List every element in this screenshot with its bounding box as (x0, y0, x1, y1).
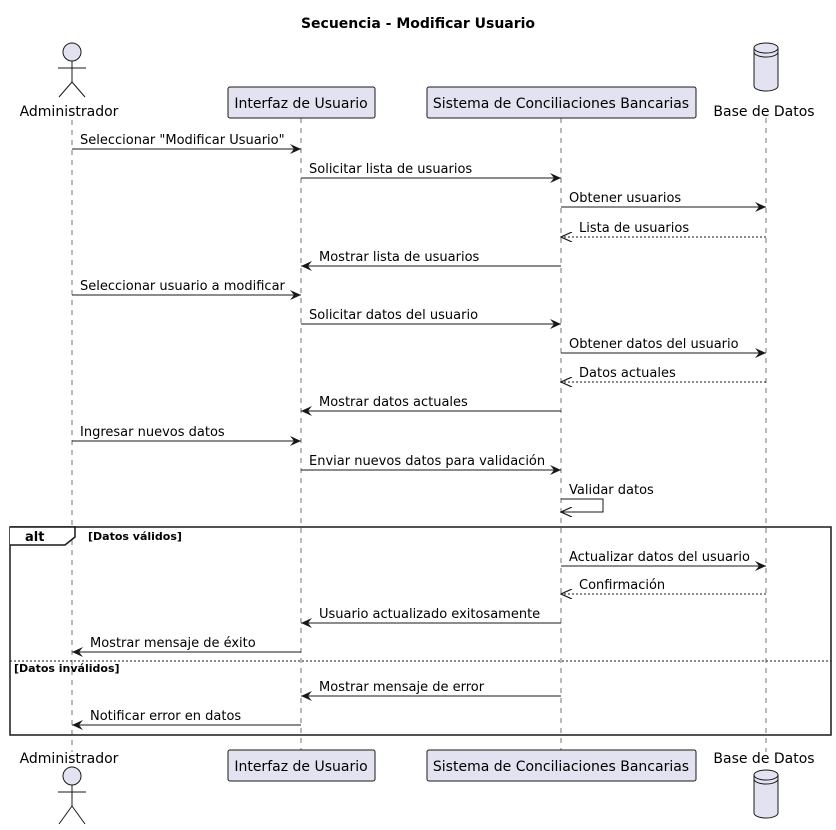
message-19: Notificar error en datos (72, 709, 301, 730)
alt-guard-invalid: [Datos inválidos] (14, 662, 120, 675)
alt-fragment: alt [Datos válidos] [Datos inválidos] (9, 526, 832, 736)
participant-label: Base de Datos (713, 104, 814, 120)
participant-label: Base de Datos (713, 751, 814, 767)
message-label: Enviar nuevos datos para validación (309, 454, 545, 469)
participant-label: Sistema de Conciliaciones Bancarias (433, 759, 689, 775)
message-3: Obtener usuarios (561, 191, 766, 212)
diagram-title: Secuencia - Modificar Usuario (301, 16, 535, 32)
message-label: Ingresar nuevos datos (80, 425, 225, 440)
message-11: Ingresar nuevos datos (72, 425, 301, 446)
message-5: Mostrar lista de usuarios (301, 250, 561, 271)
message-13: Validar datos (561, 483, 654, 512)
message-9: Datos actuales (561, 366, 766, 382)
message-10: Mostrar datos actuales (301, 395, 561, 416)
message-label: Confirmación (579, 578, 665, 593)
participant-administrador-bottom: Administrador (20, 751, 119, 825)
actor-icon (58, 766, 86, 825)
message-14: Actualizar datos del usuario (561, 550, 766, 571)
alt-guard-valid: [Datos válidos] (88, 530, 182, 543)
message-label: Seleccionar "Modificar Usuario" (80, 133, 285, 148)
message-7: Solicitar datos del usuario (301, 308, 561, 329)
participant-sistema-top: Sistema de Conciliaciones Bancarias (426, 86, 697, 119)
message-arrow (561, 498, 604, 512)
message-label: Usuario actualizado exitosamente (319, 607, 540, 622)
message-label: Obtener usuarios (569, 191, 681, 206)
message-label: Solicitar datos del usuario (309, 308, 478, 323)
participant-administrador-top: Administrador (20, 42, 119, 120)
participant-base-datos-top: Base de Datos (713, 42, 815, 120)
participant-base-datos-bottom: Base de Datos (713, 751, 815, 819)
participant-label: Administrador (20, 104, 119, 120)
message-label: Notificar error en datos (90, 709, 241, 724)
message-2: Solicitar lista de usuarios (301, 162, 561, 183)
message-label: Lista de usuarios (579, 221, 689, 236)
message-label: Mostrar lista de usuarios (319, 250, 480, 265)
database-icon (753, 42, 779, 92)
message-6: Seleccionar usuario a modificar (72, 279, 301, 300)
participant-label: Sistema de Conciliaciones Bancarias (433, 96, 689, 112)
message-18: Mostrar mensaje de error (301, 680, 561, 701)
participant-label: Administrador (20, 751, 119, 767)
message-12: Enviar nuevos datos para validación (301, 454, 561, 475)
message-label: Seleccionar usuario a modificar (80, 279, 286, 294)
message-15: Confirmación (561, 578, 766, 594)
alt-keyword: alt (25, 530, 44, 545)
participant-label: Interfaz de Usuario (234, 759, 367, 775)
message-label: Obtener datos del usuario (569, 337, 739, 352)
participant-interfaz-top: Interfaz de Usuario (227, 86, 376, 119)
message-label: Mostrar mensaje de error (319, 680, 485, 695)
actor-icon (58, 42, 86, 98)
message-label: Validar datos (569, 483, 654, 498)
messages-group: Seleccionar "Modificar Usuario" Solicitar… (72, 133, 766, 730)
participant-interfaz-bottom: Interfaz de Usuario (227, 749, 376, 782)
message-label: Datos actuales (579, 366, 676, 381)
message-label: Mostrar mensaje de éxito (90, 636, 256, 651)
message-4: Lista de usuarios (561, 221, 766, 237)
message-8: Obtener datos del usuario (561, 337, 766, 358)
message-label: Mostrar datos actuales (319, 395, 468, 410)
message-1: Seleccionar "Modificar Usuario" (72, 133, 301, 154)
message-label: Solicitar lista de usuarios (309, 162, 472, 177)
message-16: Usuario actualizado exitosamente (301, 607, 561, 628)
participant-sistema-bottom: Sistema de Conciliaciones Bancarias (426, 749, 697, 782)
database-icon (753, 769, 779, 819)
message-label: Actualizar datos del usuario (569, 550, 750, 565)
message-17: Mostrar mensaje de éxito (72, 636, 301, 657)
participant-label: Interfaz de Usuario (234, 96, 367, 112)
